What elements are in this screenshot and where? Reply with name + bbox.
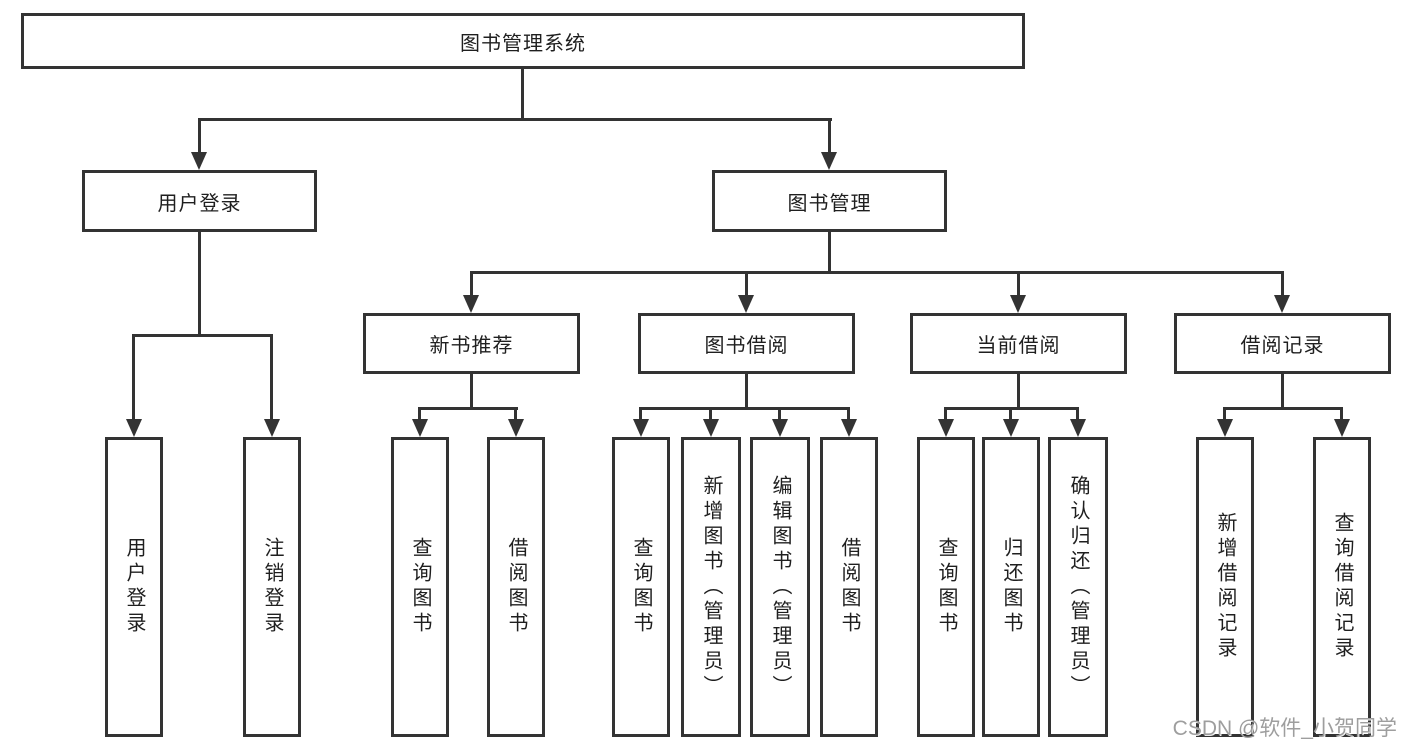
leaf-query-books-borrowing: 查询图书 <box>612 437 670 737</box>
arrow-down-icon <box>821 152 837 170</box>
arrow-down-icon <box>841 419 857 437</box>
connector-vline <box>1009 407 1012 421</box>
arrow-down-icon <box>264 419 280 437</box>
connector-vline <box>828 118 831 156</box>
arrow-down-icon <box>1003 419 1019 437</box>
node-user-login: 用户登录 <box>82 170 317 232</box>
node-book-borrowing-label: 图书借阅 <box>704 335 789 357</box>
connector-vline <box>1281 271 1284 297</box>
connector-vline <box>639 407 642 421</box>
leaf-add-borrow-record: 新增借阅记录 <box>1196 437 1254 737</box>
connector-vline <box>1281 372 1284 409</box>
arrow-down-icon <box>1334 419 1350 437</box>
connector-vline <box>745 372 748 409</box>
leaf-edit-book-admin-label: 编辑图书（管理员） <box>769 474 791 700</box>
leaf-return-book-label: 归还图书 <box>1000 537 1022 637</box>
connector-vline <box>1076 407 1079 421</box>
leaf-add-borrow-record-label: 新增借阅记录 <box>1214 512 1236 662</box>
node-borrowing-records: 借阅记录 <box>1174 313 1391 374</box>
leaf-query-books-recommend: 查询图书 <box>391 437 449 737</box>
watermark: CSDN @软件_小贺同学 <box>1172 717 1397 740</box>
leaf-query-books-recommend-label: 查询图书 <box>409 537 431 637</box>
connector-vline <box>198 118 201 156</box>
leaf-borrow-books-recommend: 借阅图书 <box>487 437 545 737</box>
node-book-management: 图书管理 <box>712 170 947 232</box>
connector-vline <box>418 407 421 421</box>
leaf-query-borrow-record: 查询借阅记录 <box>1313 437 1371 737</box>
connector-hline <box>132 334 273 337</box>
node-book-management-label: 图书管理 <box>787 192 872 215</box>
leaf-edit-book-admin: 编辑图书（管理员） <box>750 437 810 737</box>
connector-hline <box>470 271 1284 274</box>
connector-vline <box>709 407 712 421</box>
connector-vline <box>1223 407 1226 421</box>
arrow-down-icon <box>772 419 788 437</box>
leaf-query-books-current-label: 查询图书 <box>935 537 957 637</box>
node-library-system: 图书管理系统 <box>21 13 1025 69</box>
leaf-add-book-admin-label: 新增图书（管理员） <box>700 474 722 700</box>
connector-hline <box>199 118 832 121</box>
leaf-logout: 注销登录 <box>243 437 301 737</box>
arrow-down-icon <box>126 419 142 437</box>
connector-hline <box>639 407 850 410</box>
connector-vline <box>470 372 473 409</box>
connector-vline <box>470 271 473 297</box>
connector-vline <box>778 407 781 421</box>
connector-vline <box>828 230 831 273</box>
connector-vline <box>745 271 748 297</box>
connector-vline <box>270 334 273 422</box>
node-current-borrowing-label: 当前借阅 <box>976 335 1061 357</box>
arrow-down-icon <box>738 295 754 313</box>
arrow-down-icon <box>938 419 954 437</box>
arrow-down-icon <box>1070 419 1086 437</box>
node-library-system-label: 图书管理系统 <box>460 32 586 55</box>
leaf-borrow-books-borrowing-label: 借阅图书 <box>838 537 860 637</box>
arrow-down-icon <box>1274 295 1290 313</box>
connector-vline <box>1340 407 1343 421</box>
connector-vline <box>521 68 524 120</box>
connector-hline <box>1223 407 1343 410</box>
leaf-borrow-books-borrowing: 借阅图书 <box>820 437 878 737</box>
arrow-down-icon <box>412 419 428 437</box>
node-new-book-recommend: 新书推荐 <box>363 313 580 374</box>
node-borrowing-records-label: 借阅记录 <box>1240 335 1325 357</box>
connector-hline <box>418 407 518 410</box>
node-book-borrowing: 图书借阅 <box>638 313 855 374</box>
connector-vline <box>847 407 850 421</box>
node-new-book-recommend-label: 新书推荐 <box>429 335 514 357</box>
connector-vline <box>1017 372 1020 409</box>
arrow-down-icon <box>633 419 649 437</box>
leaf-logout-label: 注销登录 <box>261 537 283 637</box>
leaf-query-borrow-record-label: 查询借阅记录 <box>1331 512 1353 662</box>
connector-vline <box>198 230 201 336</box>
node-user-login-label: 用户登录 <box>157 192 242 215</box>
leaf-user-login: 用户登录 <box>105 437 163 737</box>
arrow-down-icon <box>463 295 479 313</box>
leaf-borrow-books-recommend-label: 借阅图书 <box>505 537 527 637</box>
arrow-down-icon <box>508 419 524 437</box>
leaf-add-book-admin: 新增图书（管理员） <box>681 437 741 737</box>
leaf-return-book: 归还图书 <box>982 437 1040 737</box>
connector-vline <box>1017 271 1020 297</box>
leaf-query-books-borrowing-label: 查询图书 <box>630 537 652 637</box>
node-current-borrowing: 当前借阅 <box>910 313 1127 374</box>
connector-vline <box>132 334 135 422</box>
leaf-confirm-return-admin: 确认归还（管理员） <box>1048 437 1108 737</box>
arrow-down-icon <box>703 419 719 437</box>
arrow-down-icon <box>191 152 207 170</box>
arrow-down-icon <box>1010 295 1026 313</box>
leaf-user-login-label: 用户登录 <box>123 537 145 637</box>
connector-vline <box>514 407 517 421</box>
leaf-confirm-return-admin-label: 确认归还（管理员） <box>1067 474 1089 700</box>
connector-vline <box>944 407 947 421</box>
arrow-down-icon <box>1217 419 1233 437</box>
leaf-query-books-current: 查询图书 <box>917 437 975 737</box>
